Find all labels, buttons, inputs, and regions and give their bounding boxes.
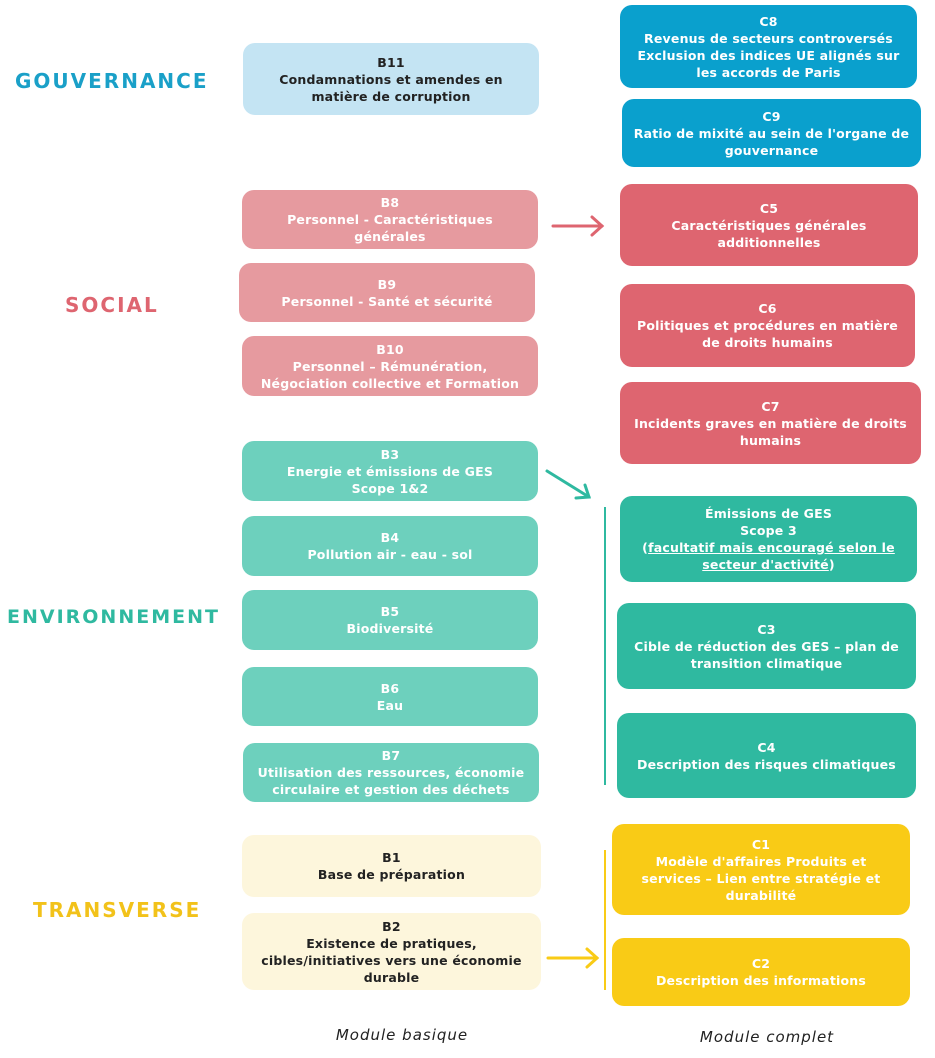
code: C8 (759, 13, 778, 29)
code: C5 (759, 200, 779, 216)
text: Description des informations (655, 973, 867, 988)
category-social: SOCIAL (65, 293, 159, 317)
note: (facultatif mais encouragé selon le sect… (628, 539, 909, 573)
paren-open: ( (642, 540, 649, 555)
code: C7 (761, 398, 780, 414)
category-transverse: TRANSVERSE (33, 898, 202, 922)
text: Personnel - Caractéristiques générales (287, 212, 493, 244)
text: Caractéristiques générales additionnelle… (671, 217, 867, 250)
code: C9 (762, 108, 781, 124)
code: B2 (382, 918, 401, 934)
code: B5 (380, 604, 400, 619)
code: C2 (751, 956, 771, 971)
title: Émissions de GES (704, 506, 833, 521)
text: Ratio de mixité au sein de l'organe de g… (633, 125, 910, 158)
arrow-transverse (546, 947, 600, 969)
code: B1 (382, 850, 401, 865)
text: Revenus de secteurs controversés (644, 30, 893, 46)
code: B3 (380, 446, 400, 462)
paren-close: ) (828, 557, 835, 572)
category-environnement: ENVIRONNEMENT (7, 606, 220, 628)
footer-basic: Module basique (335, 1026, 469, 1044)
text2: Scope 1&2 (351, 480, 429, 496)
text: Incidents graves en matière de droits hu… (634, 415, 907, 448)
code: B11 (377, 54, 405, 70)
code: B9 (377, 276, 397, 292)
code: B10 (376, 341, 404, 357)
code: C4 (757, 739, 776, 755)
text: Existence de pratiques, cibles/initiativ… (261, 935, 522, 985)
code: C6 (758, 301, 777, 316)
text: Politiques et procédures en matière de d… (637, 318, 898, 350)
arrow-social (551, 215, 605, 237)
text: Scope 3 (740, 523, 797, 538)
text: Personnel – Rémunération, Négociation co… (260, 358, 520, 391)
text: Personnel - Santé et sécurité (281, 293, 493, 309)
code: B8 (380, 195, 400, 210)
text2: Exclusion des indices UE alignés sur les… (637, 47, 900, 80)
text: Energie et émissions de GES (286, 463, 494, 479)
text: Pollution air - eau - sol (307, 547, 473, 562)
code: C3 (757, 621, 776, 637)
code: B7 (381, 748, 401, 763)
text: Description des risques climatiques (637, 756, 896, 772)
footer-complete: Module complet (699, 1028, 835, 1046)
code: C1 (751, 836, 771, 852)
text: Modèle d'affaires Produits et services –… (641, 853, 881, 903)
text: Cible de réduction des GES – plan de tra… (634, 638, 899, 671)
text: Condamnations et amendes en matière de c… (279, 71, 503, 104)
arrow-environnement (545, 469, 592, 500)
code: B6 (380, 680, 400, 696)
note-text: facultatif mais encouragé selon le secte… (648, 540, 895, 572)
text: Utilisation des ressources, économie cir… (257, 765, 525, 797)
category-gouvernance: GOUVERNANCE (15, 69, 209, 93)
code: B4 (380, 530, 400, 545)
text: Biodiversité (346, 621, 434, 636)
text: Base de préparation (317, 867, 466, 882)
text: Eau (376, 697, 404, 713)
